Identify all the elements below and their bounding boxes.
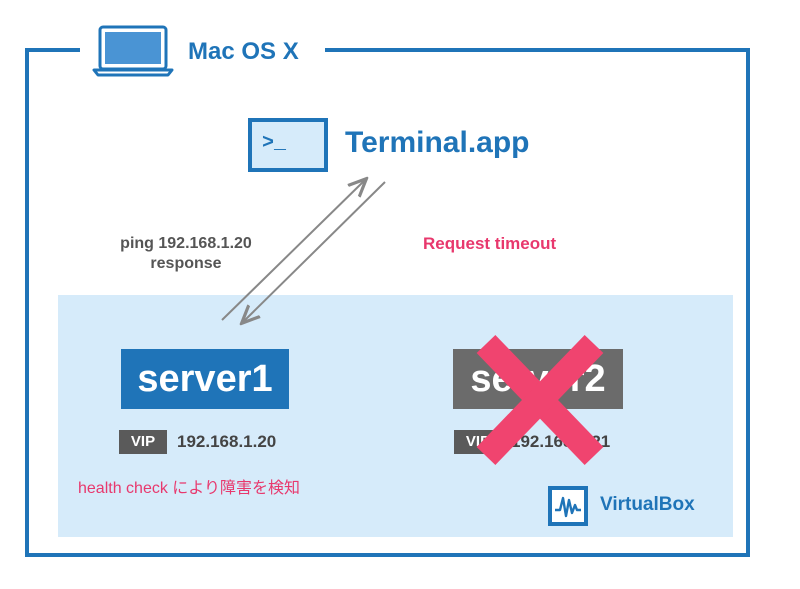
server1-box: server1 <box>121 349 289 409</box>
laptop-icon <box>92 25 174 77</box>
ping-response: response <box>150 255 222 272</box>
virtualbox-area <box>58 295 733 537</box>
request-timeout-label: Request timeout <box>423 234 557 253</box>
terminal-title: Terminal.app <box>345 126 530 159</box>
failure-cross-icon <box>476 334 604 466</box>
mac-os-frame <box>25 48 750 557</box>
terminal-prompt: >_ <box>262 132 287 155</box>
ping-response-arrow <box>243 181 386 322</box>
mac-os-title: Mac OS X <box>188 38 299 65</box>
terminal-icon: >_ <box>248 118 328 172</box>
ping-label: ping 192.168.1.20 response <box>100 234 272 274</box>
virtualbox-title: VirtualBox <box>600 494 695 515</box>
server1-vip-tag: VIP <box>119 430 167 454</box>
ping-request-arrow <box>221 180 365 321</box>
health-check-label: health check により障害を検知 <box>78 480 300 497</box>
ping-command: ping 192.168.1.20 <box>120 235 252 252</box>
virtualbox-icon <box>548 486 588 526</box>
server1-ip: 192.168.1.20 <box>177 432 277 451</box>
